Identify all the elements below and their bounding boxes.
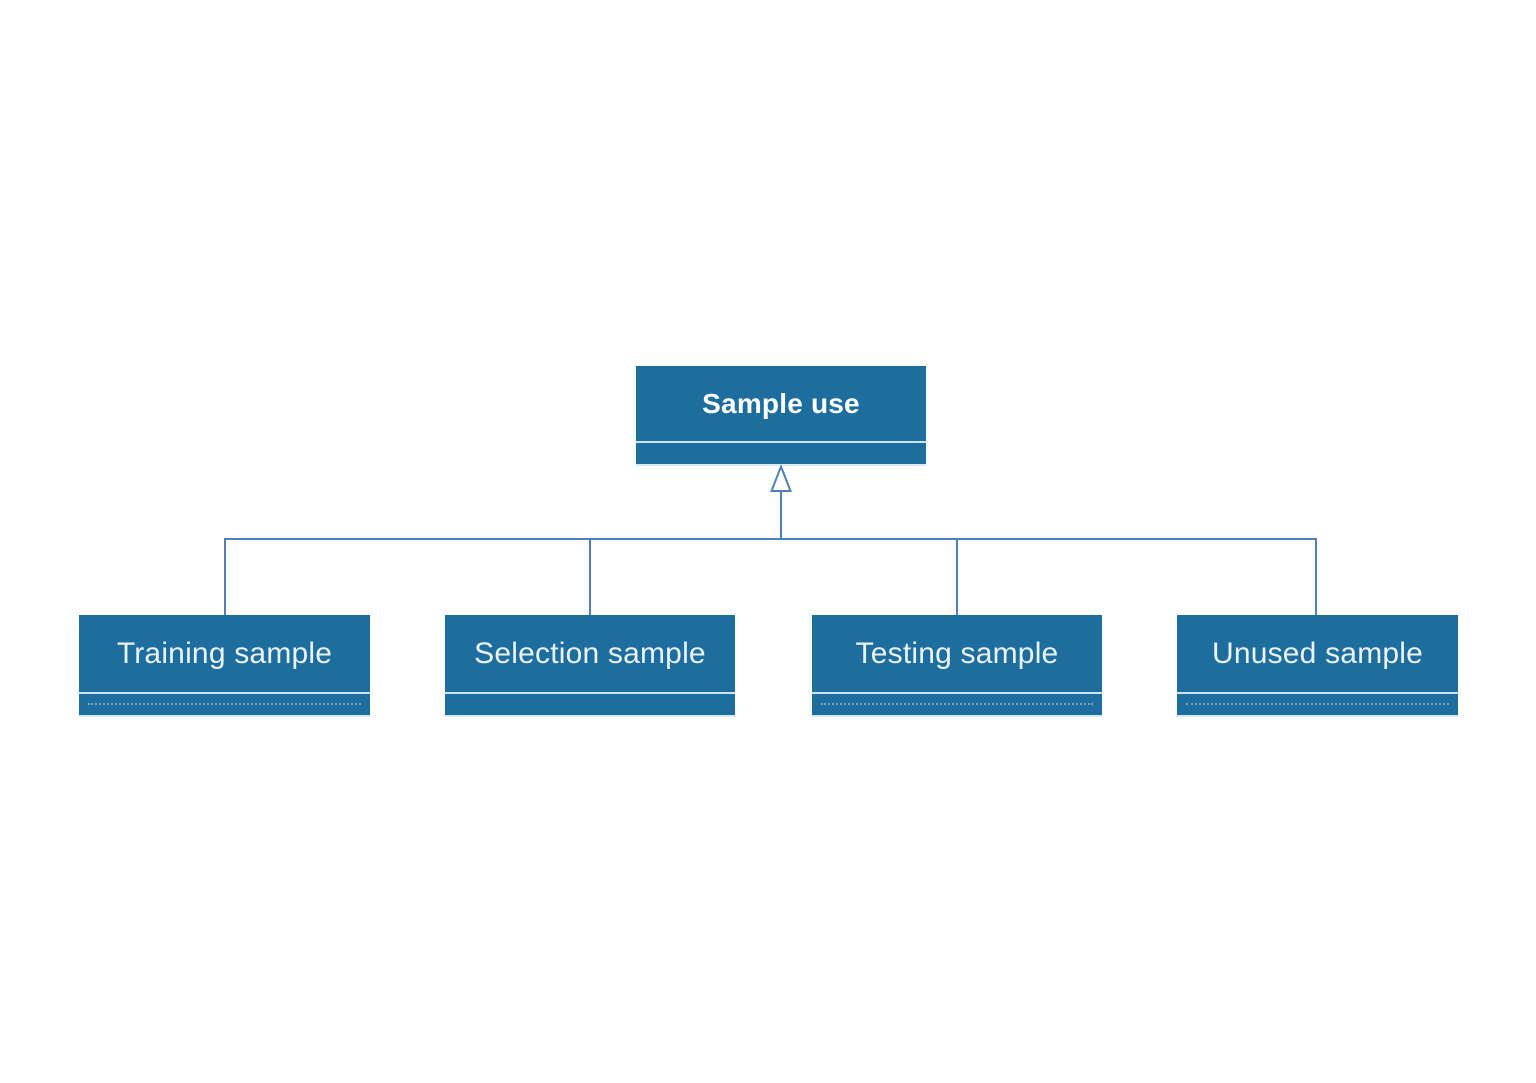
node-unused-sample-label: Unused sample <box>1211 636 1424 670</box>
empty-compartment <box>1177 694 1458 715</box>
empty-compartment <box>445 694 735 715</box>
connector-drop-selection <box>589 539 591 615</box>
compartment-divider <box>445 692 735 694</box>
connector-drop-unused <box>1315 539 1317 615</box>
compartment-divider <box>79 692 370 694</box>
compartment-divider <box>636 441 926 443</box>
node-testing-sample: Testing sample <box>812 615 1102 717</box>
generalization-arrow-icon <box>770 465 792 492</box>
connector-drop-testing <box>956 539 958 615</box>
node-training-sample-label: Training sample <box>116 636 333 670</box>
node-selection-sample: Selection sample <box>445 615 735 717</box>
compartment-divider <box>1177 692 1458 694</box>
connector-horizontal-bus <box>224 538 1317 540</box>
connector-drop-training <box>224 539 226 615</box>
node-unused-sample: Unused sample <box>1177 615 1458 717</box>
node-selection-sample-label: Selection sample <box>474 636 706 670</box>
node-sample-use-label: Sample use <box>702 387 860 419</box>
node-training-sample: Training sample <box>79 615 370 717</box>
node-testing-sample-label: Testing sample <box>855 636 1059 670</box>
empty-compartment <box>79 694 370 715</box>
empty-compartment <box>636 443 926 464</box>
node-sample-use: Sample use <box>636 366 926 466</box>
empty-compartment <box>812 694 1102 715</box>
connector-root-stem <box>780 491 782 539</box>
compartment-divider <box>812 692 1102 694</box>
